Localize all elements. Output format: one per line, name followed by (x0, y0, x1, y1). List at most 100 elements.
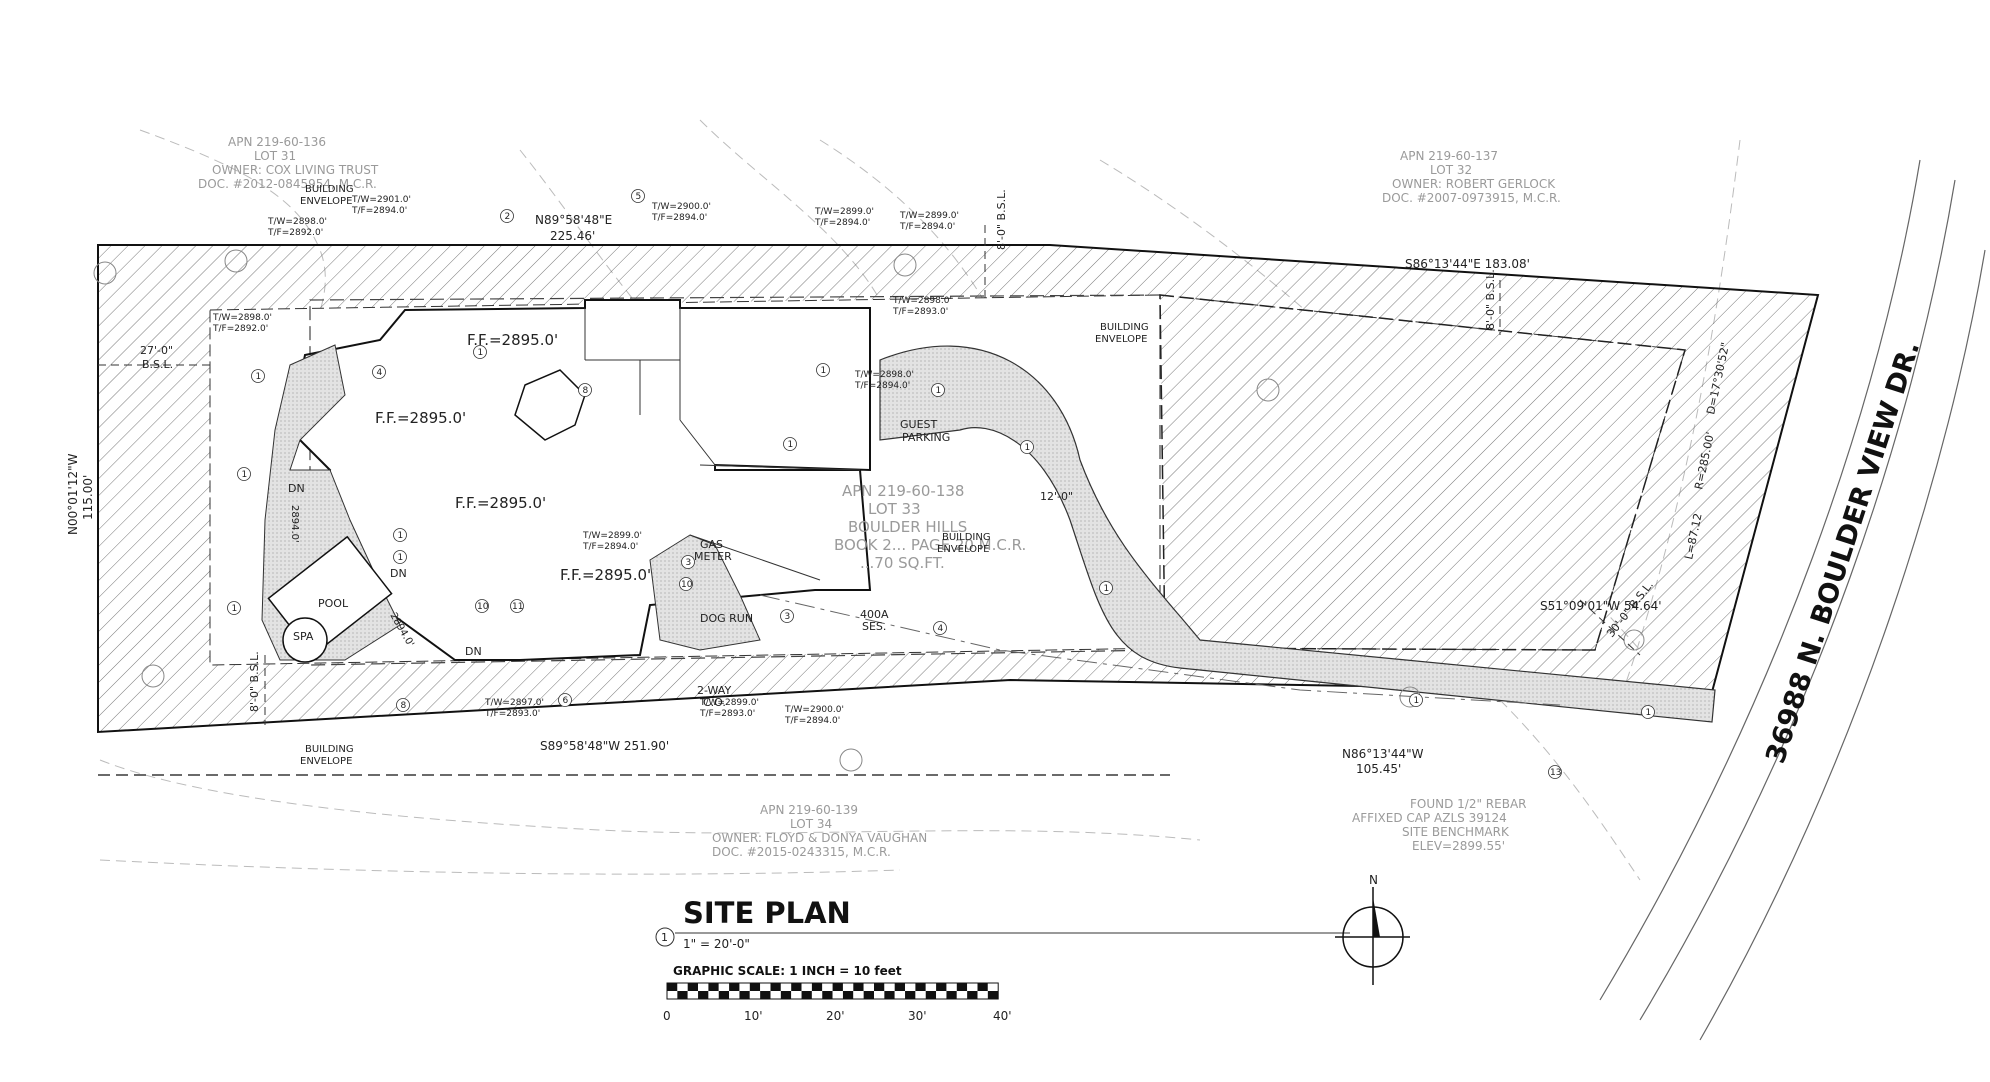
top-of-footing-label: T/F=2893.0' (699, 709, 755, 719)
ses-label-2: SES. (862, 620, 886, 633)
graphic-scale-label: GRAPHIC SCALE: 1 INCH = 10 feet (673, 964, 902, 978)
keynote-circle (631, 189, 645, 203)
keynote-circle (1409, 693, 1423, 707)
wall-callout: T/W=2901.0'T/F=2894.0' (351, 195, 411, 216)
west-line-bearing: N00°01'12"W (66, 453, 80, 535)
house-center-notch (514, 369, 586, 441)
top-of-wall-label: T/W=2900.0' (784, 705, 844, 715)
ses-label-1: 400A (860, 608, 889, 621)
scale-cell (915, 991, 926, 999)
scale-cell (822, 983, 833, 991)
keynote-circle (393, 550, 407, 564)
benchmark-label: FOUND 1/2" REBAR AFFIXED CAP AZLS 39124 … (1352, 797, 1527, 853)
top-of-footing-label: T/F=2892.0' (212, 324, 268, 334)
keynote-number: 1 (1646, 708, 1652, 718)
scale-cell (801, 991, 812, 999)
bsl-west: 27'-0" B.S.L. (140, 344, 173, 371)
keynote-circle (372, 365, 386, 379)
scale-cell (739, 983, 750, 991)
bsl-south: 8'-0" B.S.L. (248, 651, 261, 712)
scale-cell (987, 991, 999, 999)
scale-cell (853, 983, 864, 991)
north-arrow: N (1335, 873, 1410, 985)
top-of-wall-label: T/W=2899.0' (699, 698, 759, 708)
scale-cell (698, 991, 709, 999)
scale-tick-40: 40' (993, 1009, 1012, 1023)
keynote-circle (578, 383, 592, 397)
keynote-circle (510, 599, 524, 613)
neighbor-south-label: APN 219-60-139 LOT 34 OWNER: FLOYD & DON… (712, 803, 927, 859)
interior-lines (584, 308, 861, 581)
scale-cell (853, 991, 864, 999)
svg-text:OWNER: COX LIVING TRUST: OWNER: COX LIVING TRUST (212, 163, 379, 177)
gas-meter-label-2: METER (694, 550, 732, 563)
svg-text:APN 219-60-137: APN 219-60-137 (1400, 149, 1498, 163)
scale-tick-10: 10' (744, 1009, 763, 1023)
street-curves (1599, 159, 1986, 1041)
svg-text:AFFIXED CAP AZLS 39124: AFFIXED CAP AZLS 39124 (1352, 811, 1507, 825)
top-of-footing-label: T/F=2894.0' (854, 381, 910, 391)
scale-cell (760, 991, 771, 999)
ne-line-bearing: S86°13'44"E 183.08' (1405, 257, 1530, 271)
scale-cell (677, 983, 688, 991)
scale-cell (915, 983, 926, 991)
top-of-wall-label: T/W=2899.0' (814, 207, 874, 217)
svg-text:FOUND 1/2" REBAR: FOUND 1/2" REBAR (1410, 797, 1527, 811)
scale-cell (832, 983, 843, 991)
svg-text:BUILDING: BUILDING (305, 184, 354, 195)
svg-text:BOULDER HILLS: BOULDER HILLS (848, 518, 967, 536)
top-of-footing-label: T/F=2894.0' (351, 206, 407, 216)
utility-line (759, 594, 1561, 706)
keynote-circle (237, 467, 251, 481)
bsl-ne: 8'-0" B.S.L. (1484, 269, 1497, 330)
scale-cell (749, 991, 761, 999)
scale-cell (677, 991, 688, 999)
keynote-circle (1641, 705, 1655, 719)
west-line-length: 115.00' (81, 475, 95, 520)
scale-cell (874, 991, 885, 999)
scale-cell (936, 991, 947, 999)
keynote-circle (475, 599, 489, 613)
scale-tick-30: 30' (908, 1009, 927, 1023)
plan-title: SITE PLAN (683, 896, 851, 930)
scale-cell (811, 991, 823, 999)
trees (93, 249, 1645, 772)
keynote-number: 11 (512, 602, 523, 612)
keynote-number: 5 (636, 192, 642, 202)
keynote-number: 1 (1104, 584, 1110, 594)
top-of-wall-label: T/W=2897.0' (484, 698, 544, 708)
svg-text:...70 SQ.FT.: ...70 SQ.FT. (860, 554, 945, 572)
scale-cell (832, 991, 843, 999)
scale-cell (884, 983, 895, 991)
svg-text:APN 219-60-139: APN 219-60-139 (760, 803, 858, 817)
keynote-number: 1 (1414, 696, 1420, 706)
scale-cell (770, 991, 781, 999)
gas-meter-label-1: GAS (700, 538, 723, 551)
wall-callout: T/W=2900.0'T/F=2894.0' (651, 202, 711, 223)
svg-text:APN 219-60-136: APN 219-60-136 (228, 135, 326, 149)
keynote-circle (227, 601, 241, 615)
se-line-length: 105.45' (1356, 762, 1401, 776)
scale-cell (842, 983, 854, 991)
wall-callout: T/W=2898.0'T/F=2894.0' (854, 370, 914, 391)
top-of-footing-label: T/F=2894.0' (814, 218, 870, 228)
keynote-circle (396, 698, 410, 712)
scale-cell (667, 983, 678, 991)
north-line-length: 225.46' (550, 229, 595, 243)
svg-text:ENVELOPE: ENVELOPE (300, 196, 352, 207)
scale-cell (729, 983, 740, 991)
svg-text:LOT 31: LOT 31 (254, 149, 296, 163)
wall-callout: T/W=2898.0'T/F=2893.0' (892, 296, 952, 317)
keynote-number: 3 (785, 612, 791, 622)
top-of-wall-label: T/W=2898.0' (892, 296, 952, 306)
dn-label-3: DN (465, 645, 482, 658)
svg-text:8'-0" B.S.L.: 8'-0" B.S.L. (995, 189, 1008, 250)
scale-cell (760, 983, 771, 991)
neighbor-ne-label: APN 219-60-137 LOT 32 OWNER: ROBERT GERL… (1382, 149, 1561, 205)
svg-text:DOC. #2007-0973915, M.C.R.: DOC. #2007-0973915, M.C.R. (1382, 191, 1561, 205)
svg-text:ENVELOPE: ENVELOPE (300, 756, 352, 767)
svg-text:BUILDING: BUILDING (305, 744, 354, 755)
scale-cell (667, 991, 678, 999)
